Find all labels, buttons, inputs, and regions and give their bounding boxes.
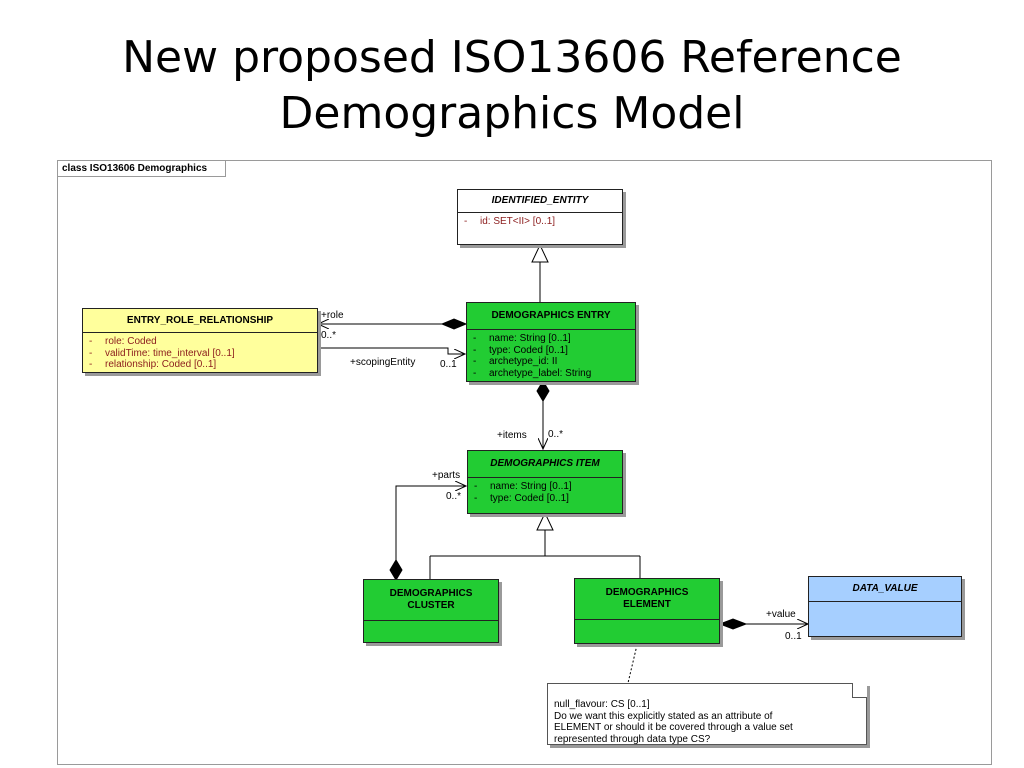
composition-diamond-parts [389,559,403,581]
attribute-entry-name: -name: String [0..1] [473,333,571,344]
label-scoping-entity: +scopingEntity [350,357,416,368]
attribute-entry-type: -type: Coded [0..1] [473,344,568,356]
class-identified-entity[interactable]: IDENTIFIED_ENTITY -id: SET<II> [0..1] [457,189,623,245]
diagram-note[interactable]: null_flavour: CS [0..1] Do we want this … [547,683,867,745]
label-scoping-multiplicity: 0..1 [440,359,457,370]
label-parts-multiplicity: 0..* [446,491,462,502]
attribute-valid-time: -validTime: time_interval [0..1] [89,347,235,359]
attribute-role: -role: Coded [89,336,157,347]
class-demographics-element[interactable]: DEMOGRAPHICS ELEMENT [574,578,720,644]
note-line-2: Do we want this explicitly stated as an … [554,710,773,722]
attribute-item-type: -type: Coded [0..1] [474,492,569,504]
note-fold-corner [852,683,867,698]
class-identified-entity-name: IDENTIFIED_ENTITY [458,190,622,213]
class-demographics-cluster-name: DEMOGRAPHICS CLUSTER [364,580,498,621]
class-demographics-entry-name: DEMOGRAPHICS ENTRY [467,303,635,330]
association-scoping-entity [318,347,465,354]
diagram-frame: class ISO13606 Demographics [57,160,992,765]
class-data-value[interactable]: DATA_VALUE [808,576,962,637]
label-value: +value [766,609,796,620]
attribute-relationship: -relationship: Coded [0..1] [89,359,217,370]
label-value-multiplicity: 0..1 [785,631,802,642]
label-role: +role [321,310,344,321]
attribute-id: -id: SET<II> [0..1] [464,216,556,227]
class-demographics-item[interactable]: DEMOGRAPHICS ITEM -name: String [0..1] -… [467,450,623,514]
class-entry-role-relationship[interactable]: ENTRY_ROLE_RELATIONSHIP -role: Coded -va… [82,308,318,373]
diagram-frame-label: class ISO13606 Demographics [58,161,227,177]
class-entry-role-relationship-name: ENTRY_ROLE_RELATIONSHIP [83,309,317,333]
note-line-4: represented through data type CS? [554,733,711,745]
slide-title-line-1: New proposed ISO13606 Reference [122,32,902,83]
composition-diamond-items [536,380,550,402]
label-parts: +parts [432,470,461,481]
generalization-arrowhead-identified [531,243,549,263]
attribute-archetype-id: -archetype_id: II [473,356,558,367]
label-role-multiplicity: 0..* [321,330,337,341]
slide-title-line-2: Demographics Model [279,88,745,139]
slide-title: New proposed ISO13606 Reference Demograp… [0,30,1024,142]
label-items: +items [497,430,527,441]
association-parts [395,486,466,563]
composition-diamond-value [718,618,748,630]
attribute-item-name: -name: String [0..1] [474,481,572,492]
class-demographics-item-name: DEMOGRAPHICS ITEM [468,451,622,478]
composition-diamond-role [440,318,468,330]
class-data-value-name: DATA_VALUE [809,577,961,602]
class-demographics-entry[interactable]: DEMOGRAPHICS ENTRY -name: String [0..1] … [466,302,636,382]
note-line-3: ELEMENT or should it be covered through … [554,722,793,733]
class-demographics-element-name: DEMOGRAPHICS ELEMENT [575,579,719,620]
label-items-multiplicity: 0..* [548,429,564,440]
note-line-1: null_flavour: CS [0..1] [554,699,650,710]
note-anchor-line [627,644,638,684]
attribute-archetype-label: -archetype_label: String [473,367,592,379]
generalization-arrowhead-item [536,511,554,531]
class-demographics-cluster[interactable]: DEMOGRAPHICS CLUSTER [363,579,499,643]
